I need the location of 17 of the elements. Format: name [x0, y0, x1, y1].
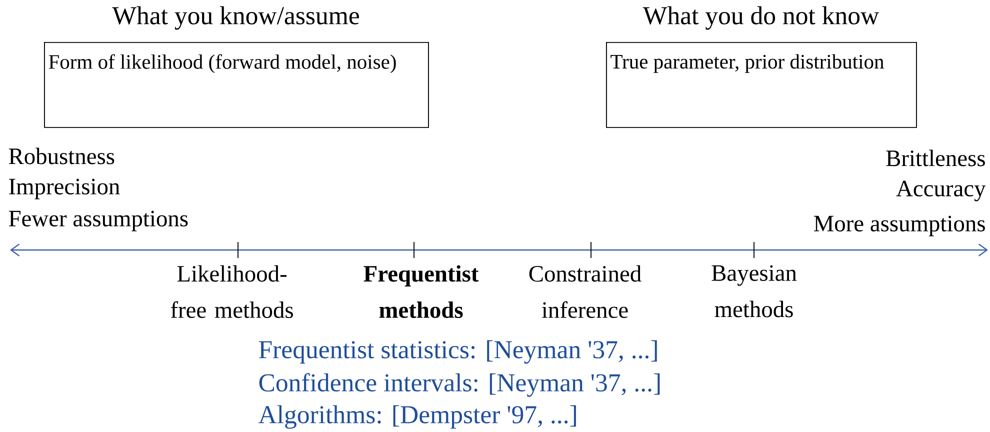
trait-label: More assumptions [814, 216, 985, 236]
reference-text: Frequentist statistics: [Neyman '37, ...] [258, 340, 657, 364]
heading: What you know/assume [112, 6, 359, 30]
trait-label: Fewer assumptions [8, 210, 188, 232]
trait-label: Accuracy [896, 180, 986, 202]
method-label: Bayesian methods [712, 265, 797, 318]
method-label: Frequentist methods [364, 265, 479, 318]
method-label: Constrained inference [529, 265, 642, 318]
text-box: True parameter, prior distribution [606, 42, 917, 128]
trait-label: Imprecision [9, 178, 120, 200]
method-label: Likelihood-free methods [170, 265, 293, 318]
trait-label: Robustness [8, 148, 114, 164]
trait-label: Brittleness [886, 150, 985, 166]
reference-text: Algorithms: [Dempster '97, ...] [258, 405, 576, 429]
reference-text: Confidence intervals: [Neyman '37, ...] [259, 373, 660, 397]
text-box: Form of likelihood (forward model, noise) [44, 42, 429, 128]
heading: What you do not know [642, 6, 880, 30]
